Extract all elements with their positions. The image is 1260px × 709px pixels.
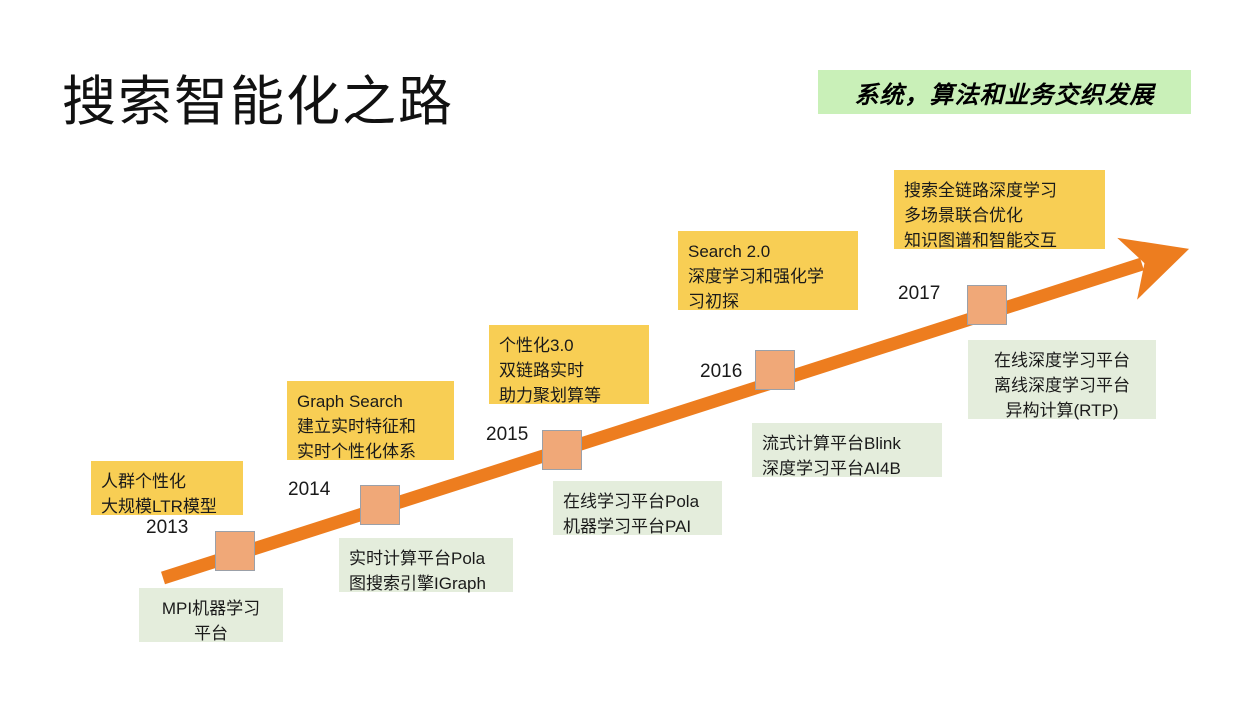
green-box-line: 离线深度学习平台 — [994, 376, 1130, 395]
year-label-2014: 2014 — [288, 479, 331, 500]
green-box-line: 异构计算(RTP) — [1005, 401, 1119, 420]
banner-theme: 系统，算法和业务交织发展 — [818, 70, 1191, 114]
year-label-2013: 2013 — [146, 517, 189, 538]
yellow-box-line: 助力聚划算等 — [499, 386, 601, 405]
yellow-box-crowd-personalization: 人群个性化 大规模LTR模型 — [91, 461, 243, 516]
green-box-realtime-compute-igraph: 实时计算平台Pola 图搜索引擎IGraph — [339, 538, 513, 593]
milestone-node-2015[interactable] — [542, 430, 582, 470]
yellow-box-line: 深度学习和强化学 — [688, 267, 824, 286]
green-box-line: 图搜索引擎IGraph — [349, 574, 486, 593]
milestone-node-2017[interactable] — [967, 285, 1007, 325]
yellow-box-personalization-30: 个性化3.0 双链路实时 助力聚划算等 — [489, 325, 649, 405]
year-label-2015: 2015 — [486, 424, 529, 445]
green-box-line: 深度学习平台AI4B — [762, 459, 901, 478]
yellow-box-graph-search: Graph Search 建立实时特征和 实时个性化体系 — [287, 381, 454, 461]
yellow-box-line: 双链路实时 — [499, 361, 584, 380]
yellow-box-line: Graph Search — [297, 392, 403, 411]
green-box-line: 机器学习平台PAI — [563, 517, 692, 536]
green-box-blink-ai4b: 流式计算平台Blink 深度学习平台AI4B — [752, 423, 942, 478]
yellow-box-full-link-deep-learning: 搜索全链路深度学习 多场景联合优化 知识图谱和智能交互 — [894, 170, 1105, 250]
yellow-box-line: Search 2.0 — [688, 242, 771, 261]
yellow-box-line: 多场景联合优化 — [904, 206, 1023, 225]
year-label-2016: 2016 — [700, 361, 743, 382]
banner-text: 系统，算法和业务交织发展 — [854, 79, 1155, 109]
yellow-box-line: 搜索全链路深度学习 — [904, 181, 1057, 200]
green-box-line: 在线深度学习平台 — [994, 351, 1130, 370]
year-label-2017: 2017 — [898, 283, 941, 304]
yellow-box-line: 实时个性化体系 — [297, 442, 416, 461]
green-box-line: 实时计算平台Pola — [349, 549, 486, 568]
milestone-node-2013[interactable] — [215, 531, 255, 571]
green-box-online-learning-pai: 在线学习平台Pola 机器学习平台PAI — [553, 481, 722, 536]
green-box-line: 平台 — [194, 624, 228, 643]
green-box-line: 流式计算平台Blink — [762, 434, 901, 453]
yellow-box-line: 习初探 — [688, 292, 739, 311]
page-title: 搜索智能化之路 — [62, 70, 454, 133]
yellow-box-line: 个性化3.0 — [499, 336, 574, 355]
yellow-box-line: 大规模LTR模型 — [101, 497, 217, 516]
green-box-mpi-platform: MPI机器学习 平台 — [139, 588, 283, 643]
yellow-box-line: 建立实时特征和 — [297, 417, 416, 436]
yellow-box-line: 知识图谱和智能交互 — [904, 231, 1057, 250]
green-box-deep-learning-platforms: 在线深度学习平台 离线深度学习平台 异构计算(RTP) — [968, 340, 1156, 420]
yellow-box-line: 人群个性化 — [101, 472, 186, 491]
green-box-line: 在线学习平台Pola — [563, 492, 700, 511]
milestone-node-2014[interactable] — [360, 485, 400, 525]
milestone-node-2016[interactable] — [755, 350, 795, 390]
yellow-box-search-20: Search 2.0 深度学习和强化学 习初探 — [678, 231, 858, 311]
green-box-line: MPI机器学习 — [161, 599, 261, 618]
